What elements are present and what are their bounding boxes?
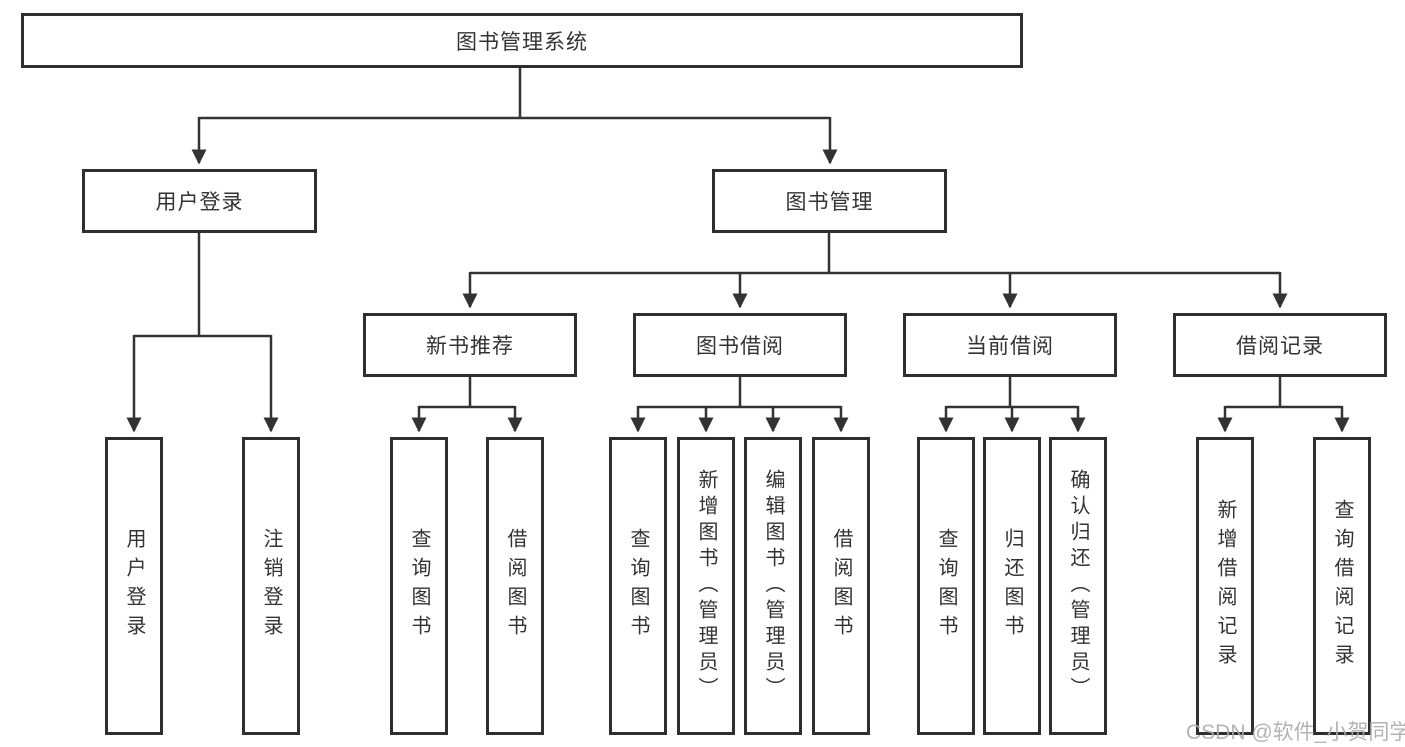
leaf-label: 查询图书 xyxy=(408,528,430,644)
leaf-label: 查询借阅记录 xyxy=(1331,499,1353,673)
csdn-watermark: CSDN @软件_小贺同学 xyxy=(1186,721,1405,744)
leaf-label: 新增借阅记录 xyxy=(1214,499,1236,673)
node-label: 当前借阅 xyxy=(966,335,1054,358)
node-book-management: 图书管理 xyxy=(712,169,947,233)
leaf-label: 查询图书 xyxy=(935,528,957,644)
node-book-borrow: 图书借阅 xyxy=(633,313,847,377)
node-label: 用户登录 xyxy=(155,191,244,214)
leaf-borrow-book-2: 借阅图书 xyxy=(812,437,870,735)
leaf-label: 用户登录 xyxy=(123,528,145,644)
node-label: 借阅记录 xyxy=(1236,335,1324,358)
leaf-confirm-return-admin: 确认归还（管理员） xyxy=(1049,437,1107,735)
leaf-borrow-book-1: 借阅图书 xyxy=(486,437,544,735)
leaf-label: 借阅图书 xyxy=(830,528,852,644)
leaf-query-book-3: 查询图书 xyxy=(917,437,975,735)
leaf-add-book-admin: 新增图书（管理员） xyxy=(677,437,735,735)
leaf-query-book-1: 查询图书 xyxy=(390,437,448,735)
leaf-add-borrow-record: 新增借阅记录 xyxy=(1196,437,1254,735)
node-library-management-system: 图书管理系统 xyxy=(21,13,1023,68)
leaf-label: 编辑图书（管理员） xyxy=(762,469,784,703)
leaf-label: 查询图书 xyxy=(627,528,649,644)
node-label: 图书管理 xyxy=(785,191,874,214)
node-new-book-recommend: 新书推荐 xyxy=(363,313,577,377)
leaf-label: 归还图书 xyxy=(1001,528,1023,644)
node-label: 图书借阅 xyxy=(696,335,784,358)
node-user-login: 用户登录 xyxy=(82,169,317,233)
leaf-label: 借阅图书 xyxy=(504,528,526,644)
leaf-logout: 注销登录 xyxy=(242,437,300,735)
leaf-edit-book-admin: 编辑图书（管理员） xyxy=(744,437,802,735)
leaf-label: 确认归还（管理员） xyxy=(1067,469,1089,703)
leaf-query-book-2: 查询图书 xyxy=(609,437,667,735)
node-label: 新书推荐 xyxy=(426,335,514,358)
leaf-return-book: 归还图书 xyxy=(983,437,1041,735)
node-current-borrow: 当前借阅 xyxy=(903,313,1117,377)
leaf-label: 注销登录 xyxy=(260,528,282,644)
leaf-user-login: 用户登录 xyxy=(105,437,163,735)
leaf-label: 新增图书（管理员） xyxy=(695,469,717,703)
node-borrow-record: 借阅记录 xyxy=(1173,313,1387,377)
node-label: 图书管理系统 xyxy=(456,30,588,54)
leaf-query-borrow-record: 查询借阅记录 xyxy=(1313,437,1371,735)
